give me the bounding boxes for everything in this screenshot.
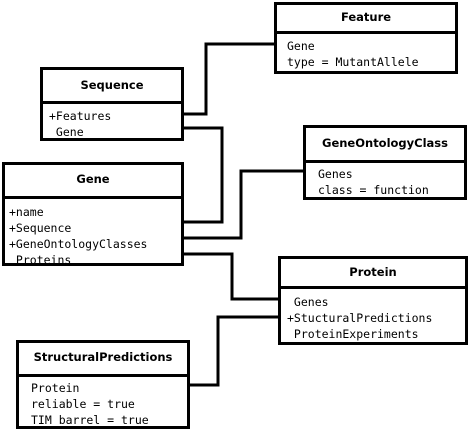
class-title-sequence: Sequence — [43, 70, 181, 104]
attribute-protein-proteinexperiments: ProteinExperiments — [287, 327, 419, 341]
attribute-protein-genes: Genes — [287, 295, 329, 309]
attribute-gene-sequence: +Sequence — [9, 221, 72, 235]
class-title-gene-ontology-class: GeneOntologyClass — [306, 128, 464, 163]
attribute-gene-name: +name — [9, 205, 44, 219]
connector-gene-protein — [182, 252, 280, 301]
class-box-feature: Feature Gene type = MutantAllele — [274, 2, 458, 74]
attribute-sequence-features: +Features — [49, 109, 112, 123]
class-title-gene: Gene — [5, 165, 181, 199]
class-title-protein: Protein — [281, 259, 465, 289]
connector-sequence-gene — [182, 126, 224, 224]
attribute-protein-stucturalpredictions: +StucturalPredictions — [287, 311, 433, 325]
attribute-structuralpredictions-reliable: reliable = true — [31, 397, 135, 411]
class-title-feature: Feature — [277, 5, 455, 34]
connector-structuralpredictions-protein — [188, 315, 280, 387]
class-box-gene-ontology-class: GeneOntologyClass Genes class = function — [303, 125, 467, 200]
connector-sequence-feature — [182, 42, 276, 116]
class-box-protein: Protein Genes +StucturalPredictions Prot… — [278, 256, 468, 345]
attribute-geneontologyclass-class: class = function — [318, 183, 429, 197]
attribute-gene-proteins: Proteins — [9, 253, 72, 267]
attribute-feature-gene: Gene — [287, 39, 315, 53]
attribute-feature-type: type = MutantAllele — [287, 55, 419, 69]
connector-gene-geneontologyclass — [182, 169, 305, 240]
attribute-geneontologyclass-genes: Genes — [318, 167, 353, 181]
class-box-gene: Gene +name +Sequence +GeneOntologyClasse… — [2, 162, 184, 267]
attribute-structuralpredictions-timbarrel: TIM barrel = true — [31, 413, 149, 427]
attribute-gene-geneontologyclasses: +GeneOntologyClasses — [9, 237, 148, 251]
class-title-structural-predictions: StructuralPredictions — [19, 343, 187, 377]
class-box-sequence: Sequence +Features Gene — [40, 67, 184, 141]
attribute-sequence-gene: Gene — [49, 125, 84, 139]
attribute-structuralpredictions-protein: Protein — [31, 381, 80, 395]
class-box-structural-predictions: StructuralPredictions Protein reliable =… — [16, 340, 190, 429]
